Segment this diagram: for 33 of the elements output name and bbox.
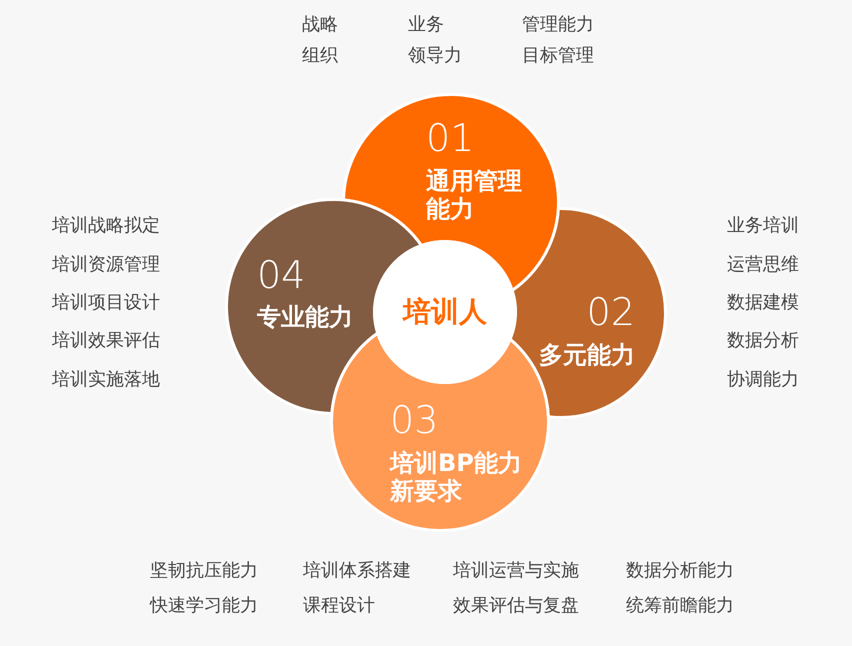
core-label: 培训人 [403, 296, 487, 328]
skill-label: 培训项目设计 [52, 291, 160, 315]
category-title: 专业能力 [257, 303, 353, 331]
step-number: 03 [390, 401, 438, 439]
step-number: 02 [586, 293, 635, 331]
skill-label: 业务 [408, 13, 444, 37]
skill-label: 领导力 [408, 44, 462, 68]
skill-label: 培训体系搭建 [303, 559, 411, 583]
category-title: 多元能力 [539, 341, 635, 369]
skill-label: 培训实施落地 [52, 368, 160, 392]
skill-label: 课程设计 [303, 594, 375, 618]
skill-label: 组织 [302, 44, 338, 68]
skill-label: 协调能力 [727, 368, 799, 392]
skill-label: 培训效果评估 [52, 329, 160, 353]
step-number: 01 [426, 119, 474, 157]
skill-label: 数据分析 [727, 329, 799, 353]
skill-label: 数据建模 [727, 291, 799, 315]
skill-label: 培训资源管理 [52, 253, 160, 277]
skill-label: 业务培训 [727, 214, 799, 238]
skill-label: 统筹前瞻能力 [626, 594, 734, 618]
skill-label: 坚韧抗压能力 [150, 559, 258, 583]
skill-label: 快速学习能力 [150, 594, 258, 618]
category-title: 通用管理能力 [426, 167, 523, 223]
skill-label: 目标管理 [522, 44, 594, 68]
step-number: 04 [257, 256, 306, 294]
skill-label: 战略 [302, 13, 338, 37]
skill-label: 运营思维 [727, 253, 799, 277]
skill-label: 培训战略拟定 [52, 214, 160, 238]
skill-label: 管理能力 [522, 13, 594, 37]
skill-label: 培训运营与实施 [453, 559, 579, 583]
skill-label: 效果评估与复盘 [453, 594, 579, 618]
skill-label: 数据分析能力 [626, 559, 734, 583]
category-title: 培训BP能力新要求 [390, 449, 523, 505]
